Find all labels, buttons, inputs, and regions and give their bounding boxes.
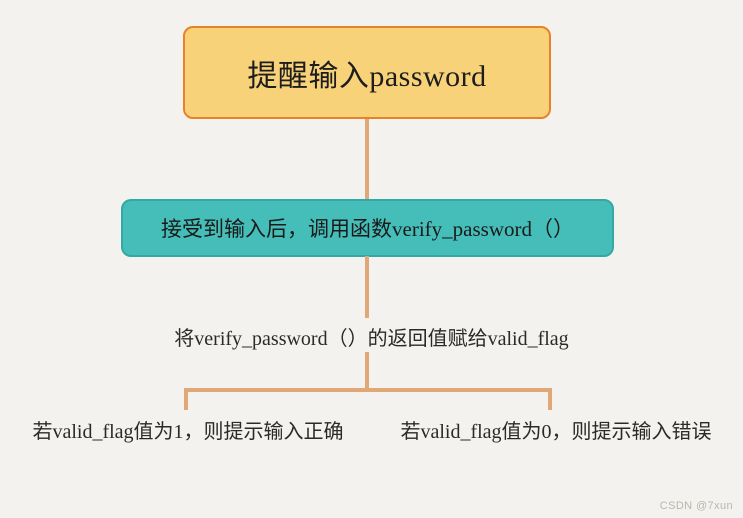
node-call-verify-password[interactable]: 接受到输入后，调用函数verify_password（）: [121, 199, 614, 257]
label-branch-valid-flag-0: 若valid_flag值为0，则提示输入错误: [400, 421, 712, 443]
node-call-verify-password-label: 接受到输入后，调用函数verify_password（）: [161, 217, 574, 241]
connector-assign-to-split: [365, 352, 369, 392]
watermark: CSDN @7xun: [659, 500, 733, 512]
node-prompt-password[interactable]: 提醒输入password: [183, 26, 551, 119]
connector-branch-bar: [184, 388, 552, 392]
connector-branch-left: [184, 388, 188, 410]
label-branch-valid-flag-1: 若valid_flag值为1，则提示输入正确: [32, 421, 344, 443]
connector-start-to-call: [365, 118, 369, 200]
label-assign-return-value: 将verify_password（）的返回值赋给valid_flag: [174, 328, 569, 350]
connector-call-to-assign: [365, 256, 369, 318]
node-prompt-password-label: 提醒输入password: [247, 59, 487, 93]
connector-branch-right: [548, 388, 552, 410]
